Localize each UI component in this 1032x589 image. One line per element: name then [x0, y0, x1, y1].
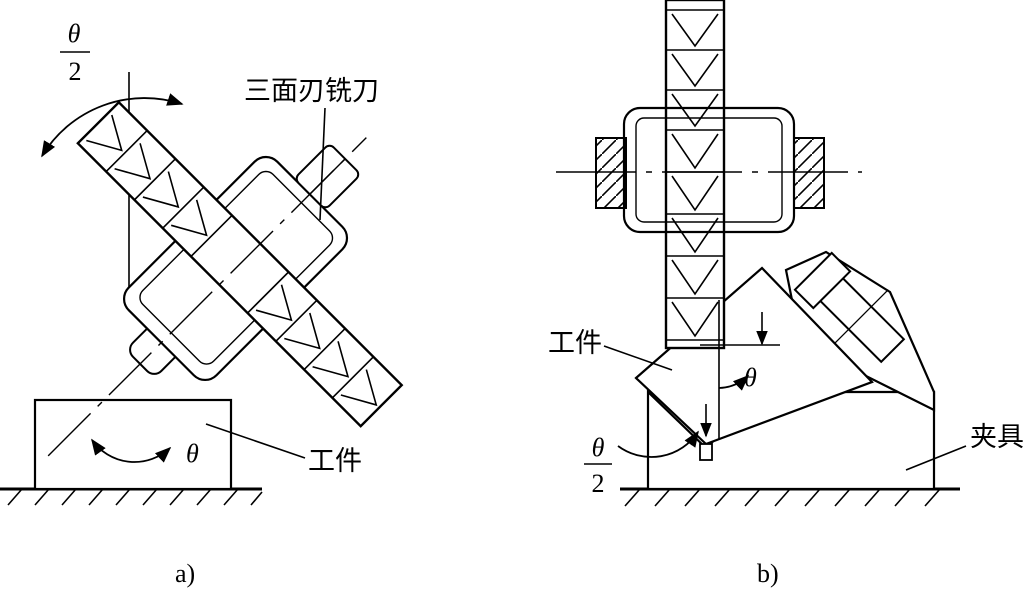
fixture-leader-b — [905, 445, 967, 471]
cutter-label-a: 三面刃铣刀 — [244, 76, 379, 107]
arbor-b — [556, 106, 862, 234]
caption-b: b) — [757, 559, 779, 588]
half-angle-denominator-a: 2 — [69, 57, 82, 86]
workpiece-label-b: 工件 — [548, 328, 602, 359]
relief-slot-b — [699, 443, 713, 461]
workpiece-label-a: 工件 — [308, 446, 362, 477]
theta-arc-a — [91, 438, 172, 463]
caption-a: a) — [175, 559, 195, 588]
half-angle-numerator-b: θ — [592, 433, 605, 462]
workpiece-leader-a — [205, 423, 306, 459]
ground-a — [0, 487, 263, 506]
half-angle-denominator-b: 2 — [592, 469, 605, 498]
half-angle-arc-b — [617, 430, 699, 458]
figure-a: θ 2 θ 三面刃铣刀 工件 a) — [0, 19, 404, 588]
half-angle-arc-a — [41, 93, 184, 158]
fixture-label-b: 夹具 — [970, 422, 1024, 453]
ground-b — [620, 487, 960, 507]
workpiece-a — [33, 398, 233, 491]
figure-b: θ θ 2 工件 夹具 b) — [548, 0, 1024, 588]
clamp-bolt-b — [793, 251, 906, 364]
cutter-assembly-a — [47, 100, 404, 457]
disc-cutter-b — [664, 0, 726, 350]
theta-label-a: θ — [186, 439, 199, 468]
theta-label-b: θ — [744, 363, 757, 392]
cutter-leader-a — [319, 107, 326, 221]
theta-arc-b — [718, 374, 750, 391]
half-angle-numerator-a: θ — [68, 19, 81, 48]
workpiece-leader-b — [603, 345, 673, 371]
